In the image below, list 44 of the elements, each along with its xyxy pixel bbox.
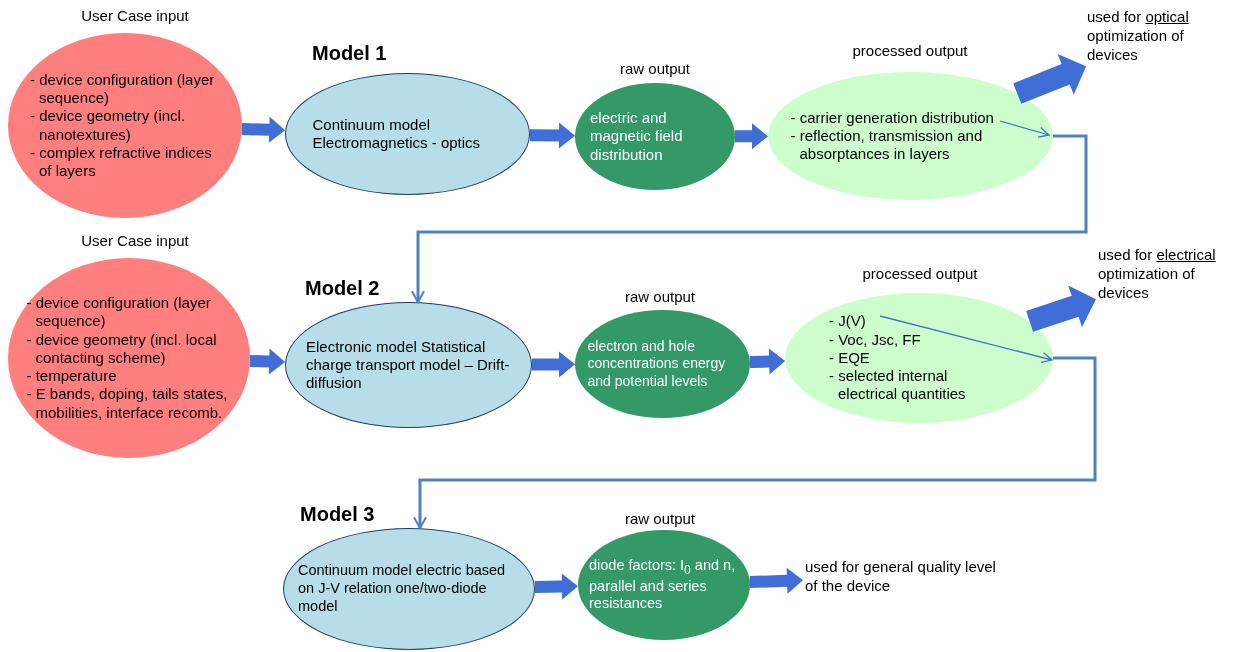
connector-arrow [413,356,1097,530]
block-arrow [749,567,803,594]
group-heading: raw output [618,60,691,77]
block-arrow [735,123,768,150]
block-arrow [1026,285,1096,332]
list-item: - temperature [26,367,118,386]
ellipse-text: Continuum model Electromagnetics - optics [312,115,482,153]
group-heading: User Case input [80,7,190,24]
list-item: - complex refractive indices of layers [30,143,213,181]
connector-arrow [411,134,1088,304]
block-arrow [534,573,578,600]
ellipse-text: Electronic model Statistical charge transport model – Drift-diffusion [306,337,511,393]
ellipse-text: Continuum model electric based on J-V relation one/two-diode model [298,562,507,616]
ellipse-text: diode factors: I$_{0}$ and n, parallel and series resistances [589,557,737,613]
annotation-text: used for optical optimization of devices [1087,8,1237,65]
ellipse-text: electron and hole concentrations energy and potential levels [587,338,727,390]
list-item: - E bands, doping, tails states, mobilities, interface recomb. [26,385,229,423]
block-arrow [249,348,286,375]
block-arrow [241,116,286,143]
annotation-text: used for general quality level of the device [805,558,1005,596]
list-item: - Voc, Jsc, FF [829,330,922,349]
block-arrow [529,122,575,149]
annotation-text: used for electrical optimization of devices [1098,246,1246,303]
group-heading: raw output [623,288,696,305]
list-item: - device configuration (layer sequence) [26,293,212,331]
group-heading: User Case input [80,232,190,249]
list-item: - device geometry (incl. local contacting scheme) [26,330,218,368]
list-item: - selected internal electrical quantities [829,367,967,404]
ellipse-text: electric and magnetic field distribution [590,109,684,164]
group-heading: processed output [851,42,969,59]
model-heading: Model 1 [312,42,387,65]
list-item: - J(V) [829,312,867,331]
list-item: - device geometry (incl. nanotextures) [30,107,187,144]
list-item: - EQE [829,348,871,368]
model-heading: Model 2 [305,277,380,300]
list-item: - reflection, transmission and absorptances in layers [790,126,984,164]
block-arrow [532,351,575,378]
list-item: - carrier generation distribution [790,108,995,127]
group-heading: processed output [861,265,979,282]
block-arrow [749,348,786,375]
list-item: - device configuration (layer sequence) [30,70,216,108]
block-arrow [1013,53,1087,104]
model-heading: Model 3 [300,503,375,526]
group-heading: raw output [623,510,696,527]
